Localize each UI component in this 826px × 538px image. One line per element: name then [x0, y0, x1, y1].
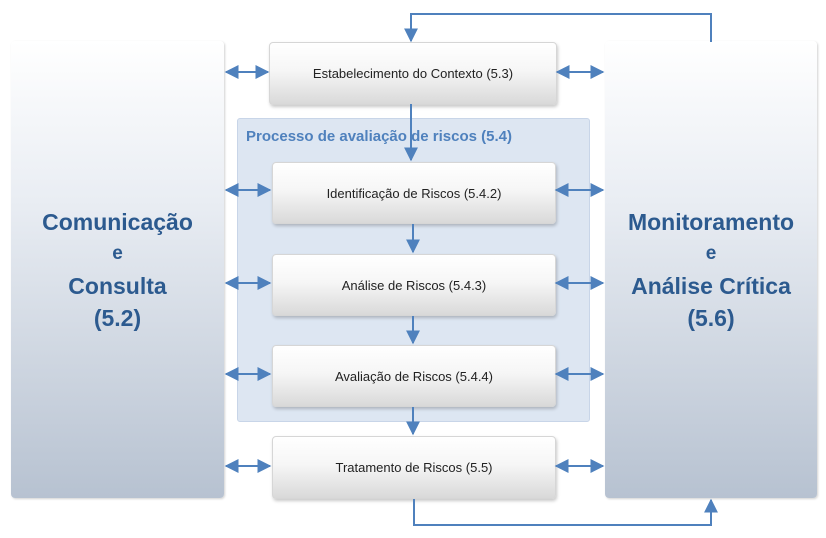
- step-risk-evaluation: Avaliação de Riscos (5.4.4): [272, 345, 556, 407]
- step-risk-treatment: Tratamento de Riscos (5.5): [272, 436, 556, 499]
- feedback-bottom-arrow: [413, 498, 718, 526]
- panel-line: e: [112, 242, 123, 264]
- panel-line: Comunicação: [42, 208, 193, 235]
- monitoring-review-panel: Monitoramento e Análise Crítica (5.6): [605, 41, 817, 498]
- panel-line: (5.2): [93, 304, 142, 331]
- step-risk-analysis: Análise de Riscos (5.4.3): [272, 254, 556, 316]
- panel-line: Monitoramento: [627, 208, 795, 235]
- panel-line: Análise Crítica: [631, 272, 791, 299]
- communication-consultation-panel: Comunicação e Consulta (5.2): [11, 41, 224, 498]
- panel-line: Consulta: [68, 272, 167, 299]
- step-establish-context: Estabelecimento do Contexto (5.3): [269, 42, 557, 105]
- step-risk-identification: Identificação de Riscos (5.4.2): [272, 162, 556, 224]
- risk-assessment-title: Processo de avaliação de riscos (5.4): [246, 128, 512, 145]
- panel-line: e: [705, 242, 717, 264]
- panel-line: (5.6): [687, 304, 735, 331]
- feedback-top-arrow: [404, 13, 712, 43]
